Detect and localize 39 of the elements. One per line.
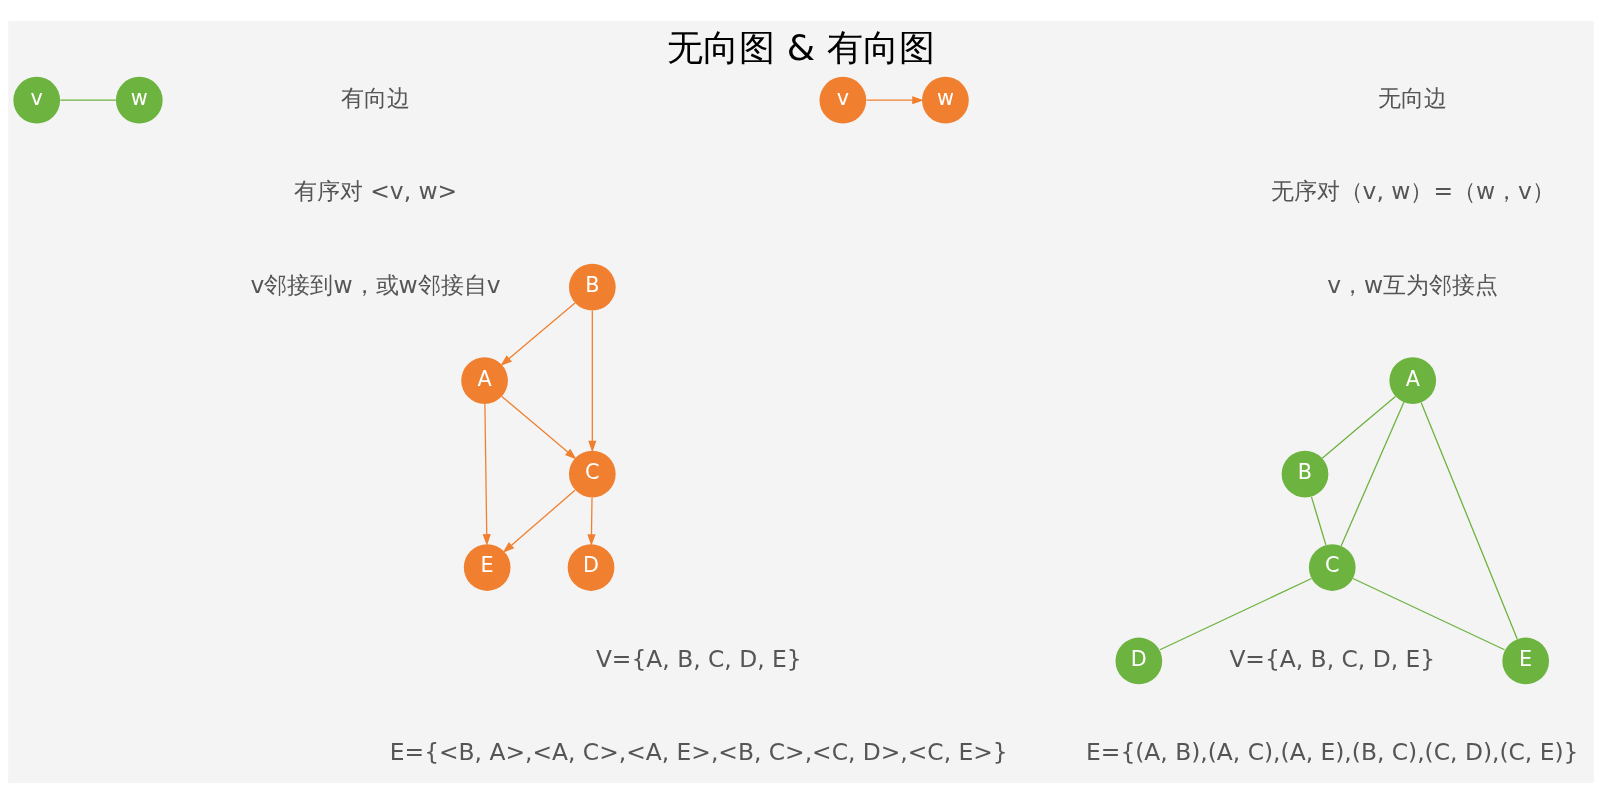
arrow (865, 96, 924, 105)
node-circle: w (115, 76, 163, 124)
label: v，w互为邻接点 (1327, 270, 1499, 299)
connector (1420, 402, 1518, 640)
label: 有序对 <v, w> (293, 177, 458, 206)
arrow (502, 489, 576, 553)
connector (1321, 395, 1397, 459)
label: V={A, B, C, D, E} (1229, 644, 1436, 673)
connector (1352, 577, 1506, 651)
label: 有向边 (341, 83, 411, 112)
node-circle: D (567, 544, 615, 591)
label: v邻接到w，或w邻接自v (250, 270, 501, 299)
node-circle: C (1308, 544, 1356, 591)
node-circle: C (568, 450, 616, 498)
node-circle: B (568, 263, 616, 311)
node-circle: D (1115, 637, 1163, 685)
node-circle: E (1502, 637, 1550, 685)
label: V={A, B, C, D, E} (595, 644, 802, 673)
arrow (500, 302, 576, 366)
connector (1159, 577, 1313, 651)
arrow (482, 403, 491, 546)
diagram-title: 无向图 & 有向图 (667, 26, 935, 70)
node-circle: A (1389, 357, 1437, 404)
label: E={<B, A>,<A, C>,<A, E>,<B, C>,<C, D>,<C, E>} (389, 738, 1008, 767)
node-circle: A (461, 357, 508, 404)
node-circle: v (13, 76, 61, 124)
connector (1340, 401, 1405, 547)
label: E={(A, B),(A, C),(A, E),(B, C),(C, D),(C, E)} (1086, 738, 1579, 767)
arrow (587, 497, 596, 546)
node-circle: w (922, 76, 969, 124)
label: 无序对（v, w）=（w，v） (1270, 177, 1555, 206)
connector (1310, 496, 1327, 546)
node-circle: E (463, 544, 511, 591)
arrow (588, 310, 597, 453)
node-circle: v (819, 76, 867, 124)
arrow (501, 395, 577, 460)
label: 无向边 (1378, 83, 1448, 112)
node-circle: B (1281, 450, 1329, 498)
connector (59, 99, 117, 101)
